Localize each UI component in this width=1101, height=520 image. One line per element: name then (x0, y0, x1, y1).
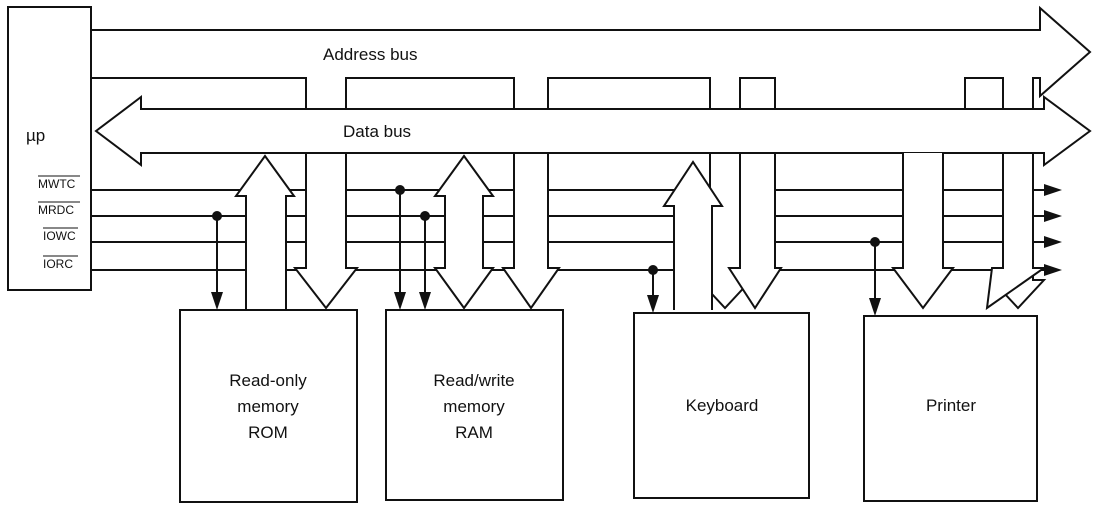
control-arrowhead-iorc (1044, 264, 1062, 276)
rom-box (179, 309, 358, 503)
ram-label-line1: Read/write (433, 371, 514, 390)
data-branch-ram (433, 154, 495, 310)
tap-arrowhead-rom (211, 292, 223, 310)
ram-box (385, 309, 564, 501)
control-arrowhead-iowc (1044, 236, 1062, 248)
address-branch-printer (985, 109, 1048, 311)
tap-arrowhead-keyboard (647, 295, 659, 313)
data-branch-rom (234, 154, 296, 310)
address-bus (90, 5, 1092, 310)
control-arrowhead-mrdc (1044, 210, 1062, 222)
tap-arrowhead-ram-mrdc (419, 292, 431, 310)
address-branch-rom (292, 109, 360, 310)
tap-arrowhead-printer (869, 298, 881, 316)
tap-arrowhead-ram-mwtc (394, 292, 406, 310)
control-taps (211, 185, 881, 316)
keyboard-label: Keyboard (686, 396, 759, 415)
address-branch-keyboard (727, 109, 783, 310)
control-signal-labels: MWTC MRDC IOWC IORC (38, 175, 80, 271)
data-bus (94, 94, 1092, 168)
signal-label-mrdc: MRDC (38, 203, 74, 217)
signal-label-mwtc: MWTC (38, 177, 76, 191)
rom-label-line3: ROM (248, 423, 288, 442)
microprocessor-box (7, 6, 92, 291)
signal-label-iorc: IORC (43, 257, 73, 271)
data-branch-printer (891, 153, 955, 310)
keyboard-box (633, 312, 810, 499)
microprocessor-label: µp (26, 126, 45, 145)
signal-label-iowc: IOWC (43, 229, 76, 243)
address-bus-label: Address bus (323, 45, 418, 64)
ram-label-line2: memory (443, 397, 505, 416)
address-branch-ram (501, 109, 561, 310)
data-branch-keyboard (662, 160, 724, 310)
printer-label: Printer (926, 396, 976, 415)
printer-box (863, 315, 1038, 502)
control-arrowhead-mwtc (1044, 184, 1062, 196)
ram-label-line3: RAM (455, 423, 493, 442)
rom-label-line1: Read-only (229, 371, 307, 390)
rom-label-line2: memory (237, 397, 299, 416)
data-bus-label: Data bus (343, 122, 411, 141)
